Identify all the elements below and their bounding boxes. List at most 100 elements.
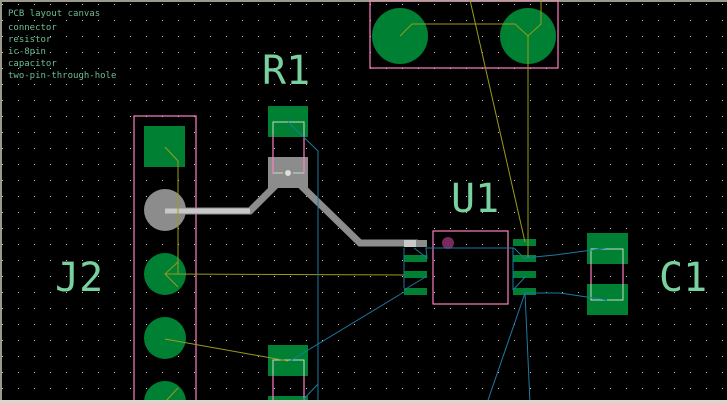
grid-dot [610,148,611,149]
grid-dot [354,100,355,101]
grid-dot [562,356,563,357]
u1-pad-2[interactable] [404,255,427,262]
grid-dot [50,260,51,261]
grid-dot [242,340,243,341]
grid-dot [642,372,643,373]
grid-dot [210,340,211,341]
grid-dot [18,180,19,181]
grid-dot [274,292,275,293]
grid-dot [514,372,515,373]
grid-dot [258,228,259,229]
grid-dot [706,212,707,213]
grid-dot [658,52,659,53]
grid-dot [18,260,19,261]
grid-dot [338,372,339,373]
grid-dot [610,36,611,37]
grid-dot [66,196,67,197]
grid-dot [514,4,515,5]
u1-pad-3[interactable] [404,271,427,278]
grid-dot [466,132,467,133]
grid-dot [562,4,563,5]
grid-dot [610,20,611,21]
grid-dot [706,36,707,37]
j2-pad-1[interactable] [144,126,185,167]
grid-dot [466,228,467,229]
component-type-u1: ic-8pin [8,47,46,57]
grid-dot [578,36,579,37]
grid-dot [450,164,451,165]
grid-dot [690,132,691,133]
grid-dot [370,84,371,85]
grid-dot [690,68,691,69]
u1-footprint[interactable] [404,230,536,305]
u1-pad-6[interactable] [513,271,536,278]
grid-dot [642,212,643,213]
grid-dot [50,68,51,69]
selected-track[interactable] [165,168,418,247]
grid-dot [2,68,3,69]
grid-dot [194,148,195,149]
grid-dot [434,308,435,309]
grid-dot [322,276,323,277]
grid-dot [146,84,147,85]
u1-pad-5[interactable] [513,288,536,295]
grid-dot [258,292,259,293]
grid-dot [450,292,451,293]
j2-pad-5[interactable] [144,381,186,403]
grid-dot [706,228,707,229]
grid-dot [322,388,323,389]
grid-dot [610,116,611,117]
grid-dot [466,340,467,341]
grid-dot [706,116,707,117]
grid-dot [338,100,339,101]
lower-resistor-pad-2[interactable] [268,396,308,403]
grid-dot [418,148,419,149]
grid-dot [722,148,723,149]
grid-dot [18,308,19,309]
c1-footprint[interactable] [587,233,628,315]
grid-dot [210,116,211,117]
u1-pad-7[interactable] [513,255,536,262]
grid-dot [610,356,611,357]
grid-dot [2,116,3,117]
grid-dot [66,340,67,341]
grid-dot [450,20,451,21]
grid-dot [322,20,323,21]
grid-dot [354,52,355,53]
u1-pad-8[interactable] [513,239,536,246]
grid-dot [34,292,35,293]
grid-dot [690,260,691,261]
grid-dot [66,308,67,309]
grid-dot [626,36,627,37]
grid-dot [562,52,563,53]
grid-dot [594,116,595,117]
grid-dot [226,196,227,197]
j2-pad-4[interactable] [144,317,186,359]
grid-dot [642,132,643,133]
grid-dot [210,356,211,357]
grid-dot [130,324,131,325]
grid-dot [722,196,723,197]
j2-footprint[interactable] [133,115,197,403]
grid-dot [690,292,691,293]
grid-dot [226,324,227,325]
grid-dot [34,36,35,37]
grid-dot [722,180,723,181]
grid-dot [194,196,195,197]
grid-dot [338,244,339,245]
grid-dot [146,260,147,261]
grid-dot [242,260,243,261]
grid-dot [210,20,211,21]
grid-dot [578,244,579,245]
grid-dot [546,116,547,117]
grid-dot [306,84,307,85]
grid-dot [274,244,275,245]
u1-pad-4[interactable] [404,288,427,295]
grid-dot [578,388,579,389]
grid-dot [386,84,387,85]
grid-dot [354,388,355,389]
grid-dot [722,388,723,389]
grid-dot [722,340,723,341]
